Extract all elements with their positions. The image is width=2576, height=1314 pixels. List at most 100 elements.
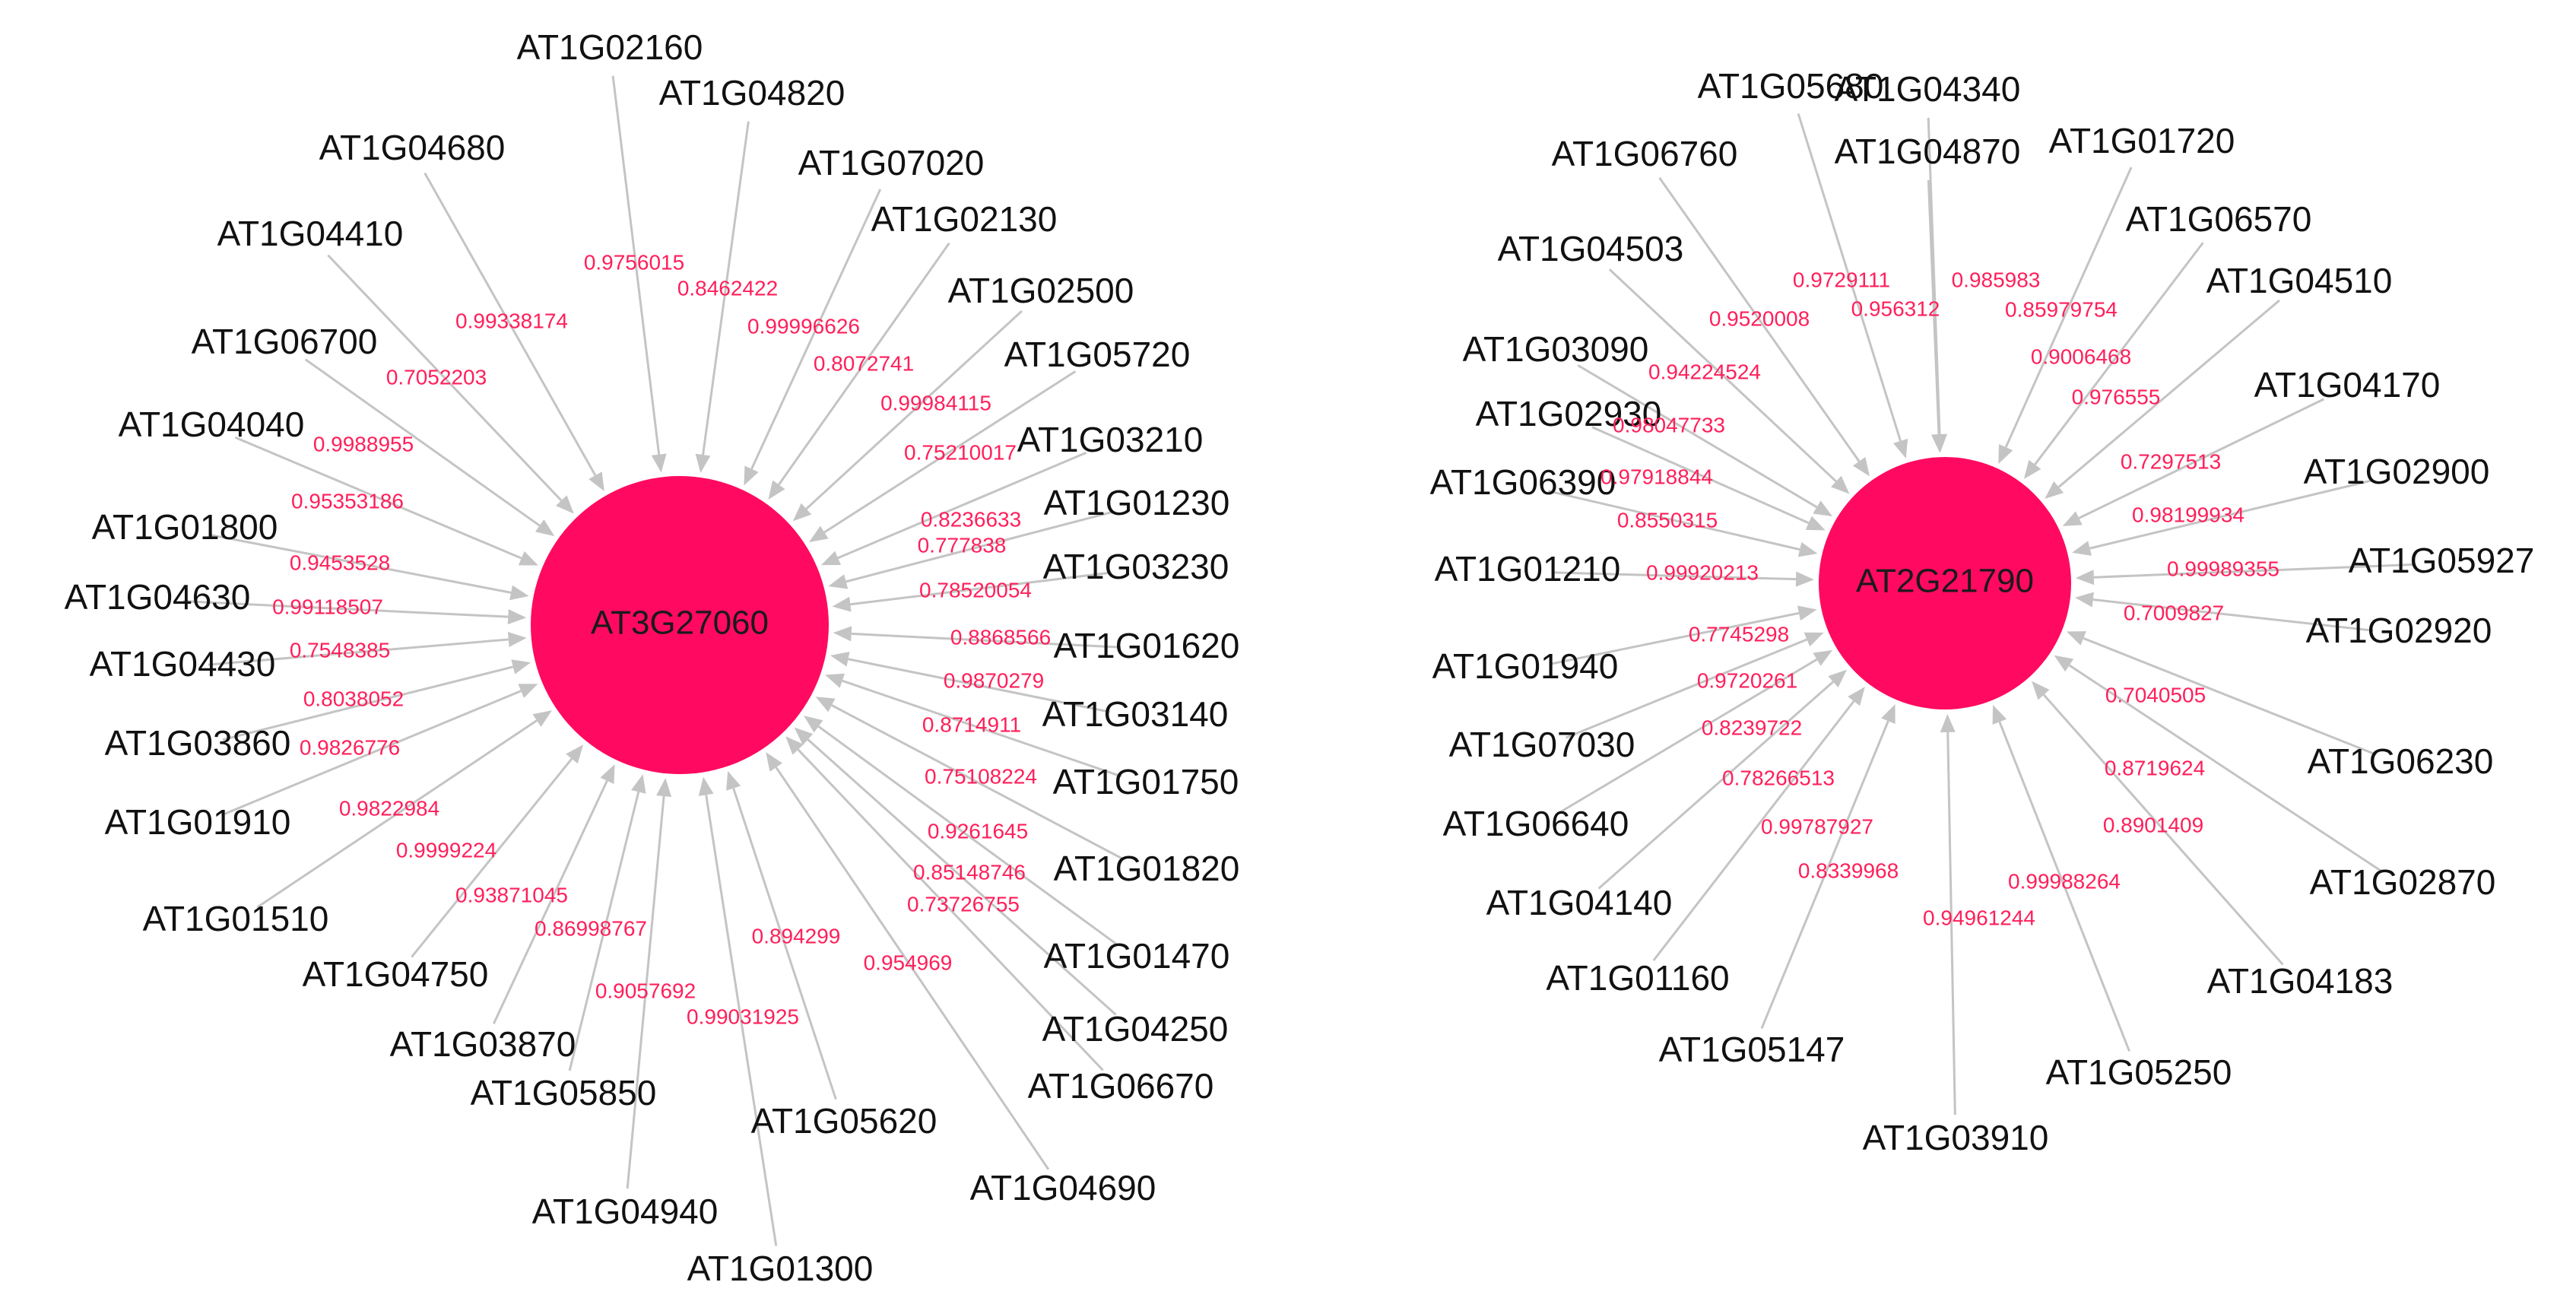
gene-node-label: AT1G03090 <box>1463 329 1649 369</box>
edge-line <box>222 665 514 741</box>
edge-line <box>1565 638 1808 739</box>
gene-node-label: AT1G04170 <box>2254 365 2441 405</box>
arrowhead <box>1805 516 1826 531</box>
edge-weight-label: 0.9720261 <box>1697 668 1797 692</box>
edge-weight-label: 0.78520054 <box>919 578 1032 601</box>
arrowhead <box>588 471 604 492</box>
edge-line <box>775 766 1050 1170</box>
edge-line <box>1553 571 1797 581</box>
edge-line <box>1547 490 1800 551</box>
gene-node-label: AT1G03860 <box>105 723 291 763</box>
edge-line <box>831 704 1125 861</box>
gene-node-label: AT1G07030 <box>1449 725 1635 764</box>
edge-line <box>807 738 1117 1016</box>
edge-weight-label: 0.8239722 <box>1702 716 1802 739</box>
gene-node-label: AT1G05680 <box>1698 66 1884 106</box>
arrowhead <box>656 778 672 797</box>
gene-node-label: AT1G01800 <box>92 507 278 547</box>
arrowhead <box>507 609 527 625</box>
edge-line <box>1652 700 1855 962</box>
edge-weight-label: 0.985983 <box>1952 268 2041 291</box>
network-left: 0.9756015AT1G021600.8462422AT1G048200.99… <box>65 27 1240 1288</box>
edges <box>1547 113 2416 1116</box>
edge-weight-label: 0.75108224 <box>925 764 1037 788</box>
edge-line <box>611 75 661 455</box>
edge-line <box>568 792 640 1071</box>
edge-weight-label: 0.7040505 <box>2105 683 2206 706</box>
arrowhead <box>556 495 574 514</box>
edge-weight-label: 0.98199934 <box>2132 503 2244 526</box>
edge-weight-label: 0.9453528 <box>290 551 390 574</box>
edge-weight-label: 0.94961244 <box>1923 906 2035 929</box>
edge-weight-label: 0.8339968 <box>1798 859 1899 882</box>
gene-node-label: AT1G01210 <box>1435 549 1621 589</box>
gene-node-label: AT1G02900 <box>2304 452 2490 491</box>
edge-weight-label: 0.9822984 <box>339 796 439 820</box>
gene-node-label: AT1G05147 <box>1659 1030 1845 1069</box>
edge-weight-label: 0.777838 <box>918 533 1007 557</box>
gene-node-label: AT1G04630 <box>65 577 251 617</box>
edge-weight-label: 0.8038052 <box>303 687 404 710</box>
arrowhead <box>1804 632 1824 647</box>
edge-weight-label: 0.9988955 <box>313 432 414 455</box>
arrowhead <box>511 659 531 674</box>
arrowhead <box>535 519 555 537</box>
edge-line <box>842 679 1122 778</box>
edge-line <box>208 638 509 666</box>
edge-weight-label: 0.7052203 <box>386 365 487 389</box>
gene-node-label: AT1G05250 <box>2046 1052 2232 1092</box>
gene-node-label: AT1G01230 <box>1044 483 1230 522</box>
gene-node-label: AT1G05927 <box>2349 541 2535 580</box>
gene-node-label: AT1G02930 <box>1476 394 1662 433</box>
edge-line <box>2089 479 2372 550</box>
arrowhead <box>744 465 759 486</box>
gene-node-label: AT1G04750 <box>303 954 489 994</box>
arrowhead <box>792 503 812 522</box>
edge-weight-label: 0.99031925 <box>687 1005 799 1028</box>
edge-weight-label: 0.7548385 <box>290 638 390 662</box>
arrowhead <box>518 684 538 698</box>
gene-node-label: AT1G05620 <box>751 1101 937 1141</box>
edge-line <box>1557 658 1818 814</box>
edge-line <box>823 370 1077 534</box>
gene-node-label: AT1G04940 <box>532 1192 719 1231</box>
gene-node-label: AT1G04503 <box>1498 229 1684 268</box>
gene-node-label: AT1G03210 <box>1017 420 1204 459</box>
edge-line <box>817 725 1117 945</box>
arrowhead <box>1852 456 1870 477</box>
edge-line <box>2078 398 2325 519</box>
edge-weight-label: 0.85979754 <box>2005 297 2118 321</box>
arrowhead <box>2066 631 2086 646</box>
gene-node-label: AT1G01940 <box>1432 646 1619 686</box>
edge-line <box>210 533 512 594</box>
edge-line <box>1577 364 1818 509</box>
edge-line <box>848 658 1110 713</box>
arrowhead <box>768 480 785 500</box>
edge-line <box>493 780 608 1024</box>
edge-weight-label: 0.9057692 <box>595 979 696 1002</box>
gene-node-label: AT1G01820 <box>1054 849 1240 888</box>
edge-weight-label: 0.7297513 <box>2121 449 2221 473</box>
edge-weight-label: 0.9870279 <box>944 668 1044 692</box>
arrowhead <box>1998 444 2013 465</box>
network-right: 0.9729111AT1G056800.985983AT1G043400.956… <box>1430 66 2535 1157</box>
edge-weight-label: 0.85148746 <box>913 860 1026 884</box>
edge-weight-label: 0.99989355 <box>2167 557 2279 580</box>
arrowhead <box>1813 500 1833 517</box>
edge-line <box>2068 664 2382 872</box>
edge-weight-label: 0.9999224 <box>396 838 496 862</box>
arrowhead <box>1992 705 2007 725</box>
gene-node-label: AT1G01750 <box>1053 762 1239 801</box>
edge-line <box>805 309 1023 510</box>
edge-weight-label: 0.98047733 <box>1613 413 1725 436</box>
edge-weight-label: 0.9729111 <box>1793 268 1890 291</box>
arrowhead <box>518 551 538 566</box>
gene-node-label: AT1G01720 <box>2049 121 2235 160</box>
edge-line <box>2057 299 2281 488</box>
edge-line <box>845 511 1112 583</box>
arrowhead <box>1813 649 1833 666</box>
edge-line <box>304 358 541 527</box>
edge-weight-label: 0.8714911 <box>922 713 1021 736</box>
arrowhead <box>2023 459 2041 479</box>
